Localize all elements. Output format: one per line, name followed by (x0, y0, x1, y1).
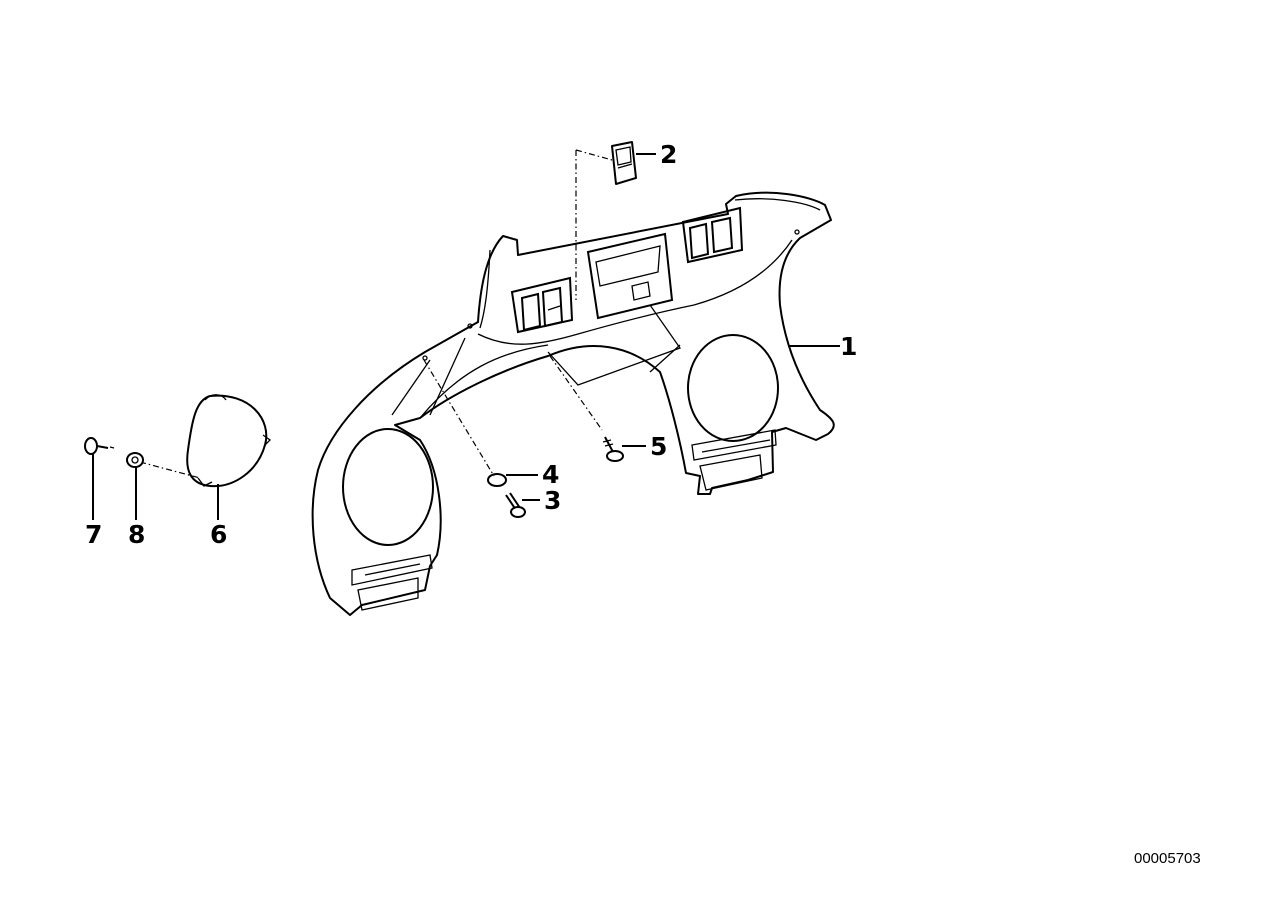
speaker-cover (186, 394, 272, 488)
switch-cover (611, 141, 637, 185)
nut-8 (126, 452, 144, 468)
leader-5-dashed (549, 355, 603, 431)
callout-6: 6 (210, 520, 227, 549)
document-number: 00005703 (1134, 850, 1201, 867)
callout-3: 3 (544, 486, 561, 515)
callout-8: 8 (128, 520, 145, 549)
leader-6-dashed (139, 461, 201, 479)
pin-7 (84, 437, 115, 455)
callout-1: 1 (840, 332, 857, 361)
screw-3 (505, 492, 526, 518)
inner-fairing-panel (311, 191, 835, 616)
leader-2-dashed (575, 149, 613, 300)
callout-2: 2 (660, 140, 677, 169)
callout-5: 5 (650, 432, 667, 461)
callout-4: 4 (542, 460, 559, 489)
washer-4 (487, 473, 507, 487)
callout-7: 7 (85, 520, 102, 549)
screw-5 (602, 436, 624, 462)
leader-4-dashed (423, 359, 495, 477)
leader-lines (92, 153, 840, 520)
